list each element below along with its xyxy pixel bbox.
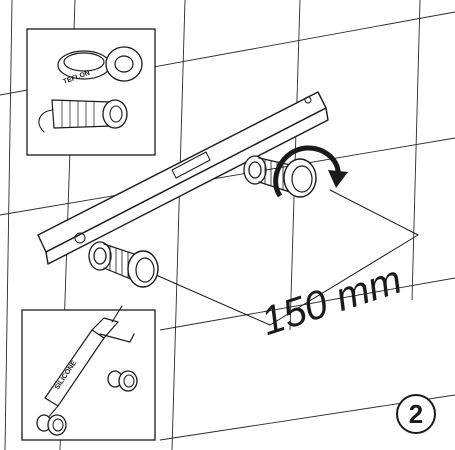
spirit-level [37,91,329,265]
dimension-lines [139,189,419,326]
step-number-badge: 2 [396,394,436,434]
left-fitting [88,241,159,288]
silicone-gun-inset: SILICONE [21,305,156,441]
right-fitting [243,155,317,198]
teflon-tape-inset: TEFLON [26,28,156,156]
tighten-rotate-arrow [273,145,348,198]
